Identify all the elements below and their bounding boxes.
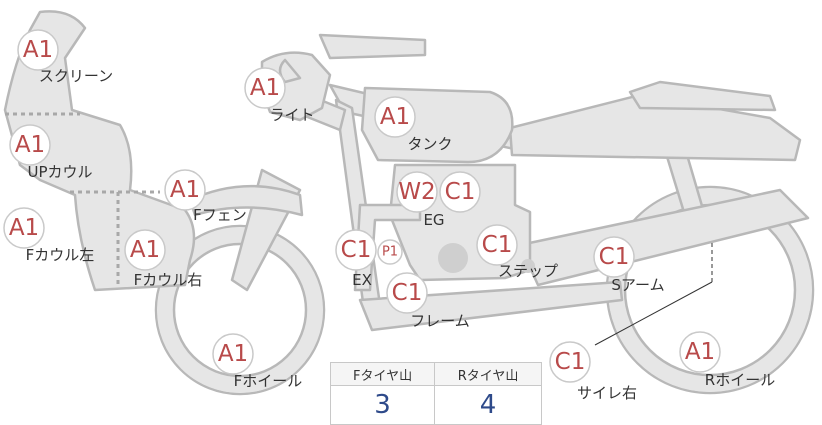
front-tread-value: 3 [329,385,436,425]
grade-badge-screen: A1 [17,29,59,71]
grade-badge-circle [3,207,45,249]
grade-badge-frame: C1 [386,272,428,314]
part-label-step: ステップ [498,262,558,280]
grade-badge-circle [374,96,416,138]
part-label-f-cowl-right: Fカウル右 [134,271,203,289]
grade-badge-f-fender: A1 [164,169,206,211]
grade-badge-f-cowl-right: A1 [124,229,166,271]
grade-text: A1 [685,339,715,365]
part-label-f-cowl-left: Fカウル左 [26,246,95,264]
grade-text: W2 [398,179,435,205]
grade-badge-engine: C1 [439,171,481,213]
grade-text: C1 [599,244,630,270]
grade-badge-circle [679,331,721,373]
part-label-engine: EG [423,211,444,229]
grade-text: A1 [9,215,39,241]
grade-badge-circle [124,229,166,271]
part-label-light: ライト [269,106,314,124]
grade-badge-circle [396,171,438,213]
part-label-exhaust: EX [352,271,372,289]
grade-badge-circle [335,229,377,271]
grade-text: A1 [380,104,410,130]
part-label-screen: スクリーン [39,67,113,85]
part-label-r-wheel: Rホイール [705,371,775,389]
grade-badge-muffler-r: C1 [549,341,591,383]
grade-badge-up-cowl: A1 [9,124,51,166]
part-label-s-arm: Sアーム [611,276,664,294]
part-label-frame: フレーム [410,312,470,330]
grade-badge-exhaust-extra: P1 [377,239,403,265]
grade-text: C1 [341,237,372,263]
grade-text: C1 [555,349,586,375]
grade-text: C1 [445,179,476,205]
grade-badge-exhaust: C1 [335,229,377,271]
grade-badge-tank: A1 [374,96,416,138]
grade-text: A1 [130,237,160,263]
grade-text: A1 [170,177,200,203]
grade-badge-circle [439,171,481,213]
grade-badge-r-wheel: A1 [679,331,721,373]
grade-text: A1 [250,75,280,101]
grade-badge-f-wheel: A1 [212,333,254,375]
grade-badge-step: C1 [476,224,518,266]
grade-badge-circle [593,236,635,278]
grade-text: P1 [382,245,398,260]
grade-badge-circle [9,124,51,166]
grade-badge-circle [244,67,286,109]
grade-text: A1 [15,132,45,158]
grade-badge-circle [386,272,428,314]
part-label-muffler-r: サイレ右 [577,384,637,402]
grade-badge-circle [549,341,591,383]
rear-tread-value: 4 [434,385,542,425]
grade-badge-engine: W2 [396,171,438,213]
grade-text: C1 [392,280,423,306]
grade-text: A1 [23,37,53,63]
rear-tread-header: Rタイヤ山 [434,362,542,386]
part-label-f-fender: Fフェン [193,206,247,224]
part-label-up-cowl: UPカウル [27,163,92,181]
part-label-tank: タンク [407,135,452,153]
front-tread-header: Fタイヤ山 [329,362,436,386]
grade-badge-circle [164,169,206,211]
part-label-f-wheel: Fホイール [234,372,303,390]
grade-text: C1 [482,232,513,258]
grade-badge-f-cowl-left: A1 [3,207,45,249]
grade-badge-light: A1 [244,67,286,109]
grade-badge-circle [476,224,518,266]
grade-text: A1 [218,341,248,367]
grade-badge-circle [17,29,59,71]
grade-badge-circle [212,333,254,375]
grade-badge-s-arm: C1 [593,236,635,278]
grade-badge-circle [377,239,403,265]
tread-depth-table: Fタイヤ山 Rタイヤ山 3 4 [329,362,542,425]
